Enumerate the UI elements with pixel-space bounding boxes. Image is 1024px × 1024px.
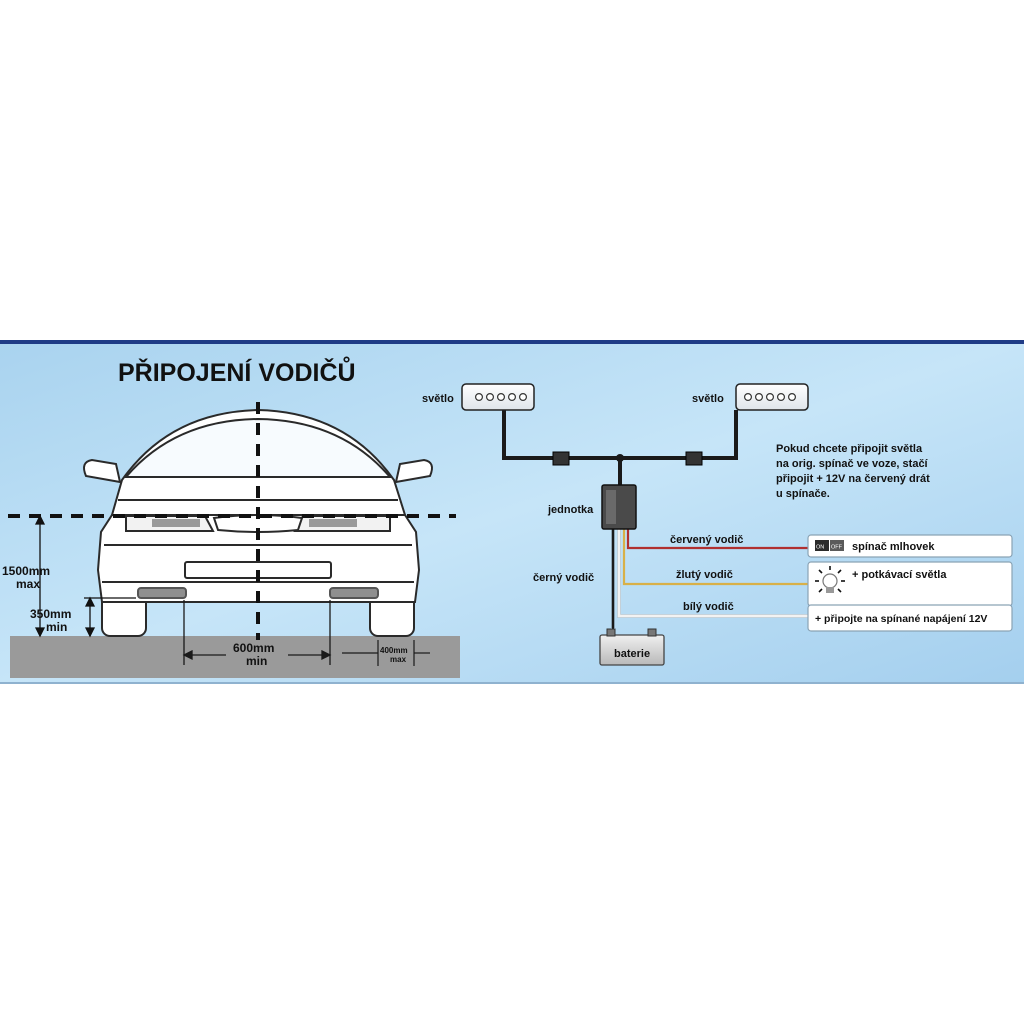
right-lamp (735, 383, 809, 411)
left-lamp-label: světlo (422, 393, 454, 405)
battery-label: baterie (614, 648, 650, 660)
right-headlight-lens (309, 519, 357, 527)
yellow-wire-label: žlutý vodič (676, 569, 733, 581)
switched-power-label: + připojte na spínané napájení 12V (815, 613, 987, 625)
red-wire-label: červený vodič (670, 534, 743, 546)
switch-off-label: OFF (831, 545, 843, 551)
spacing-min-value: 600mm (233, 641, 274, 655)
left-headlight-lens (152, 519, 200, 527)
fog-switch-label: spínač mlhovek (852, 541, 935, 553)
road (10, 636, 460, 678)
switch-off-icon (830, 540, 844, 551)
height-max-value: 1500mm (2, 564, 50, 578)
switched-power-box: + připojte na spínané napájení 12V (807, 604, 1013, 632)
low-beam-label: + potkávací světla (852, 569, 947, 581)
spacing-min-qualifier: min (246, 654, 267, 668)
right-drl-lamp (329, 587, 379, 599)
harness-junction (616, 454, 624, 462)
unit-label: jednotka (547, 504, 594, 516)
edge-max-qualifier: max (390, 655, 407, 664)
battery-terminal-minus (606, 628, 616, 637)
left-drl-lamp (137, 587, 187, 599)
top-border (0, 340, 1024, 344)
white-wire (617, 528, 808, 618)
red-wire (626, 528, 808, 550)
dimension-height-max (34, 514, 46, 638)
height-max-qualifier: max (16, 577, 40, 591)
right-lamp-label: světlo (692, 393, 724, 405)
info-note: Pokud chcete připojit světla na orig. sp… (776, 443, 930, 500)
black-wire-label: černý vodič (533, 572, 594, 584)
edge-max-value: 400mm (380, 646, 408, 655)
height-min-qualifier: min (46, 620, 67, 634)
left-lamp (461, 383, 535, 411)
wiring-diagram: PŘIPOJENÍ VODIČŮ (0, 340, 1024, 684)
note-line-2: na orig. spínač ve voze, stačí (776, 458, 929, 470)
note-line-3: připojit + 12V na červený drát (776, 473, 930, 485)
fog-switch-box: ON OFF spínač mlhovek (807, 534, 1013, 558)
dimension-height-min (84, 596, 136, 638)
left-connector (552, 451, 570, 466)
bottom-border (0, 682, 1024, 684)
right-connector (685, 451, 703, 466)
bulb-icon (815, 566, 845, 593)
dimension-edge-max (342, 640, 430, 666)
right-mirror (394, 458, 433, 484)
switch-on-icon (815, 540, 829, 551)
low-beam-box: + potkávací světla (807, 561, 1013, 607)
note-line-1: Pokud chcete připojit světla (776, 443, 923, 455)
yellow-wire (622, 528, 808, 586)
left-mirror (83, 458, 122, 484)
switch-on-label: ON (816, 545, 824, 551)
page-title: PŘIPOJENÍ VODIČŮ (118, 355, 356, 387)
battery (599, 634, 665, 666)
white-wire-label: bílý vodič (683, 601, 734, 613)
wiring-panel: PŘIPOJENÍ VODIČŮ (0, 340, 1024, 684)
dimension-spacing-min (182, 600, 332, 665)
battery-terminal-plus (647, 628, 657, 637)
height-min-value: 350mm (30, 607, 71, 621)
note-line-4: u spínače. (776, 488, 830, 500)
control-unit-shade (606, 490, 616, 524)
